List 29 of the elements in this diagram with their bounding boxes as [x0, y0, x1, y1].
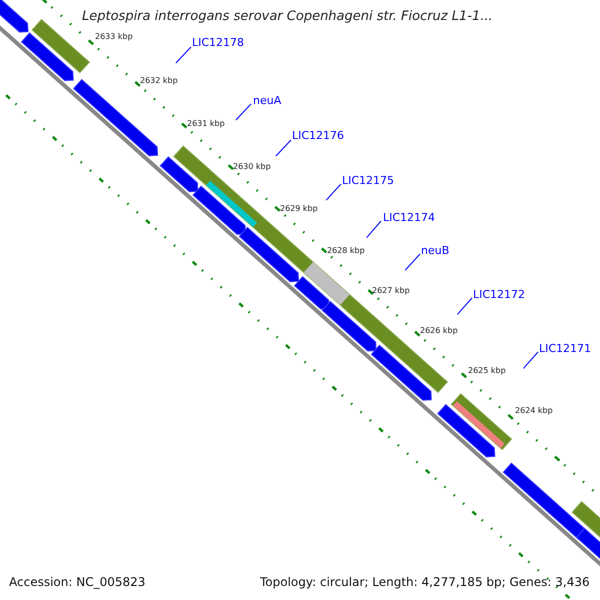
scale-label: 2624 kbp [515, 406, 553, 415]
gene-label: LIC12172 [473, 288, 526, 301]
leader-line [404, 254, 420, 271]
gene-label: LIC12175 [342, 174, 394, 187]
gene-label: LIC12176 [292, 129, 344, 142]
scale-label: 2632 kbp [140, 76, 178, 85]
scale-label: 2627 kbp [372, 286, 410, 295]
genome-summary-text: Topology: circular; Length: 4,277,185 bp; Genes: 3,436 [260, 575, 590, 589]
scale-label: 2630 kbp [233, 162, 271, 171]
scale-label: 2629 kbp [280, 204, 318, 213]
gene-label: neuA [253, 94, 282, 107]
leader-line [275, 140, 292, 156]
leader-line [366, 220, 382, 238]
gene-label: LIC12171 [539, 342, 592, 355]
gene-label: LIC12178 [192, 36, 244, 49]
scale-label: 2628 kbp [327, 246, 365, 255]
leader-line [235, 104, 252, 120]
leader-line [326, 184, 342, 201]
leader-line [522, 352, 538, 369]
accession-text: Accession: NC_005823 [9, 575, 146, 589]
leader-line [175, 46, 192, 64]
scale-label: 2626 kbp [420, 326, 458, 335]
scale-label: 2633 kbp [95, 32, 133, 41]
scale-label: 2631 kbp [187, 119, 225, 128]
diagram-title: Leptospira interrogans serovar Copenhageni str. Fiocruz L1-1... [82, 9, 493, 24]
gene-label: neuB [421, 244, 450, 257]
leader-line [456, 298, 472, 315]
scale-label: 2625 kbp [468, 366, 506, 375]
gene-label: LIC12174 [383, 211, 436, 224]
